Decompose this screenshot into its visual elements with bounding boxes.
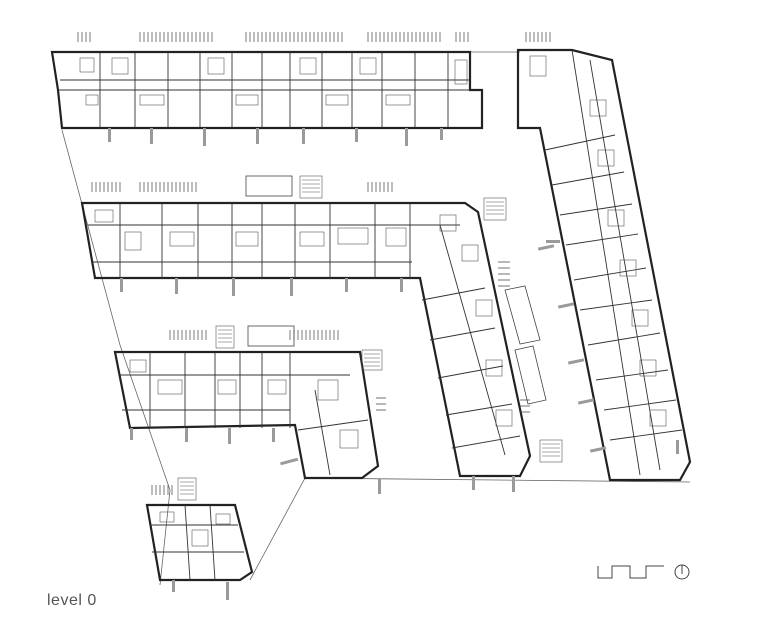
building-block-southwest: [113, 325, 386, 494]
level-label: level 0: [47, 592, 97, 609]
north-arrow-icon: [674, 564, 690, 580]
scale-bar-icon: [597, 565, 664, 579]
building-block-central: [80, 175, 563, 492]
building-block-north: [50, 32, 551, 146]
building-block-south: [145, 477, 254, 600]
building-block-east: [516, 48, 692, 482]
